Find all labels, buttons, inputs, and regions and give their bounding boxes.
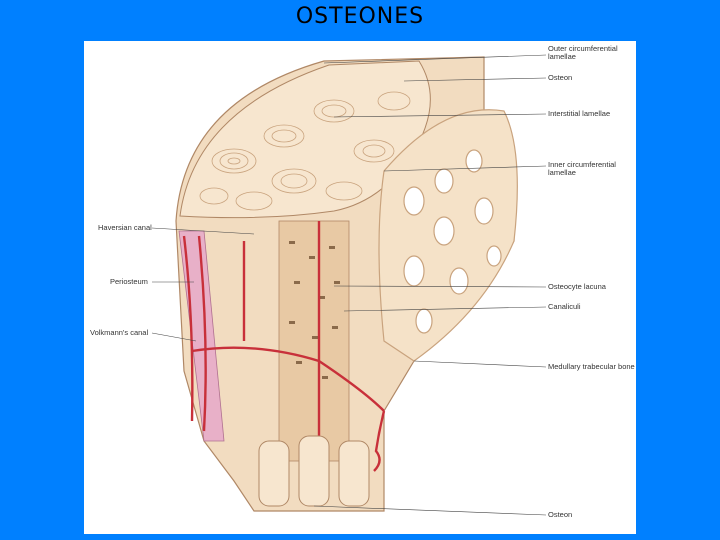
label-osteon-bottom: Osteon (548, 510, 573, 519)
slide-title: OSTEONES (295, 4, 425, 29)
label-periosteum: Periosteum (110, 277, 148, 286)
bone-illustration (151, 54, 547, 516)
osteon-cylinders (258, 435, 370, 507)
label-haversian-canal: Haversian canal (98, 223, 152, 232)
label-outer-circumferential-lamellae: Outer circumferential lamellae (548, 44, 618, 61)
label-interstitial-lamellae: Interstitial lamellae (548, 109, 611, 118)
cut-section (278, 220, 350, 462)
label-medullary-trabecular-bone: Medullary trabecular bone (548, 362, 635, 371)
label-volkmanns-canal: Volkmann's canal (90, 328, 149, 337)
diagram-panel: Outer circumferential lamellae Osteon In… (84, 41, 636, 534)
periosteum-band (178, 230, 225, 442)
lacuna-marks (289, 241, 340, 379)
label-osteon-top: Osteon (548, 73, 573, 82)
leader-lines (151, 54, 547, 516)
label-inner-circumferential-lamellae: Inner circumferential lamellae (548, 160, 616, 177)
trabecular-bone (378, 109, 518, 362)
blood-vessels (182, 221, 386, 472)
label-canaliculi: Canaliculi (548, 302, 581, 311)
label-osteocyte-lacuna: Osteocyte lacuna (548, 282, 606, 291)
